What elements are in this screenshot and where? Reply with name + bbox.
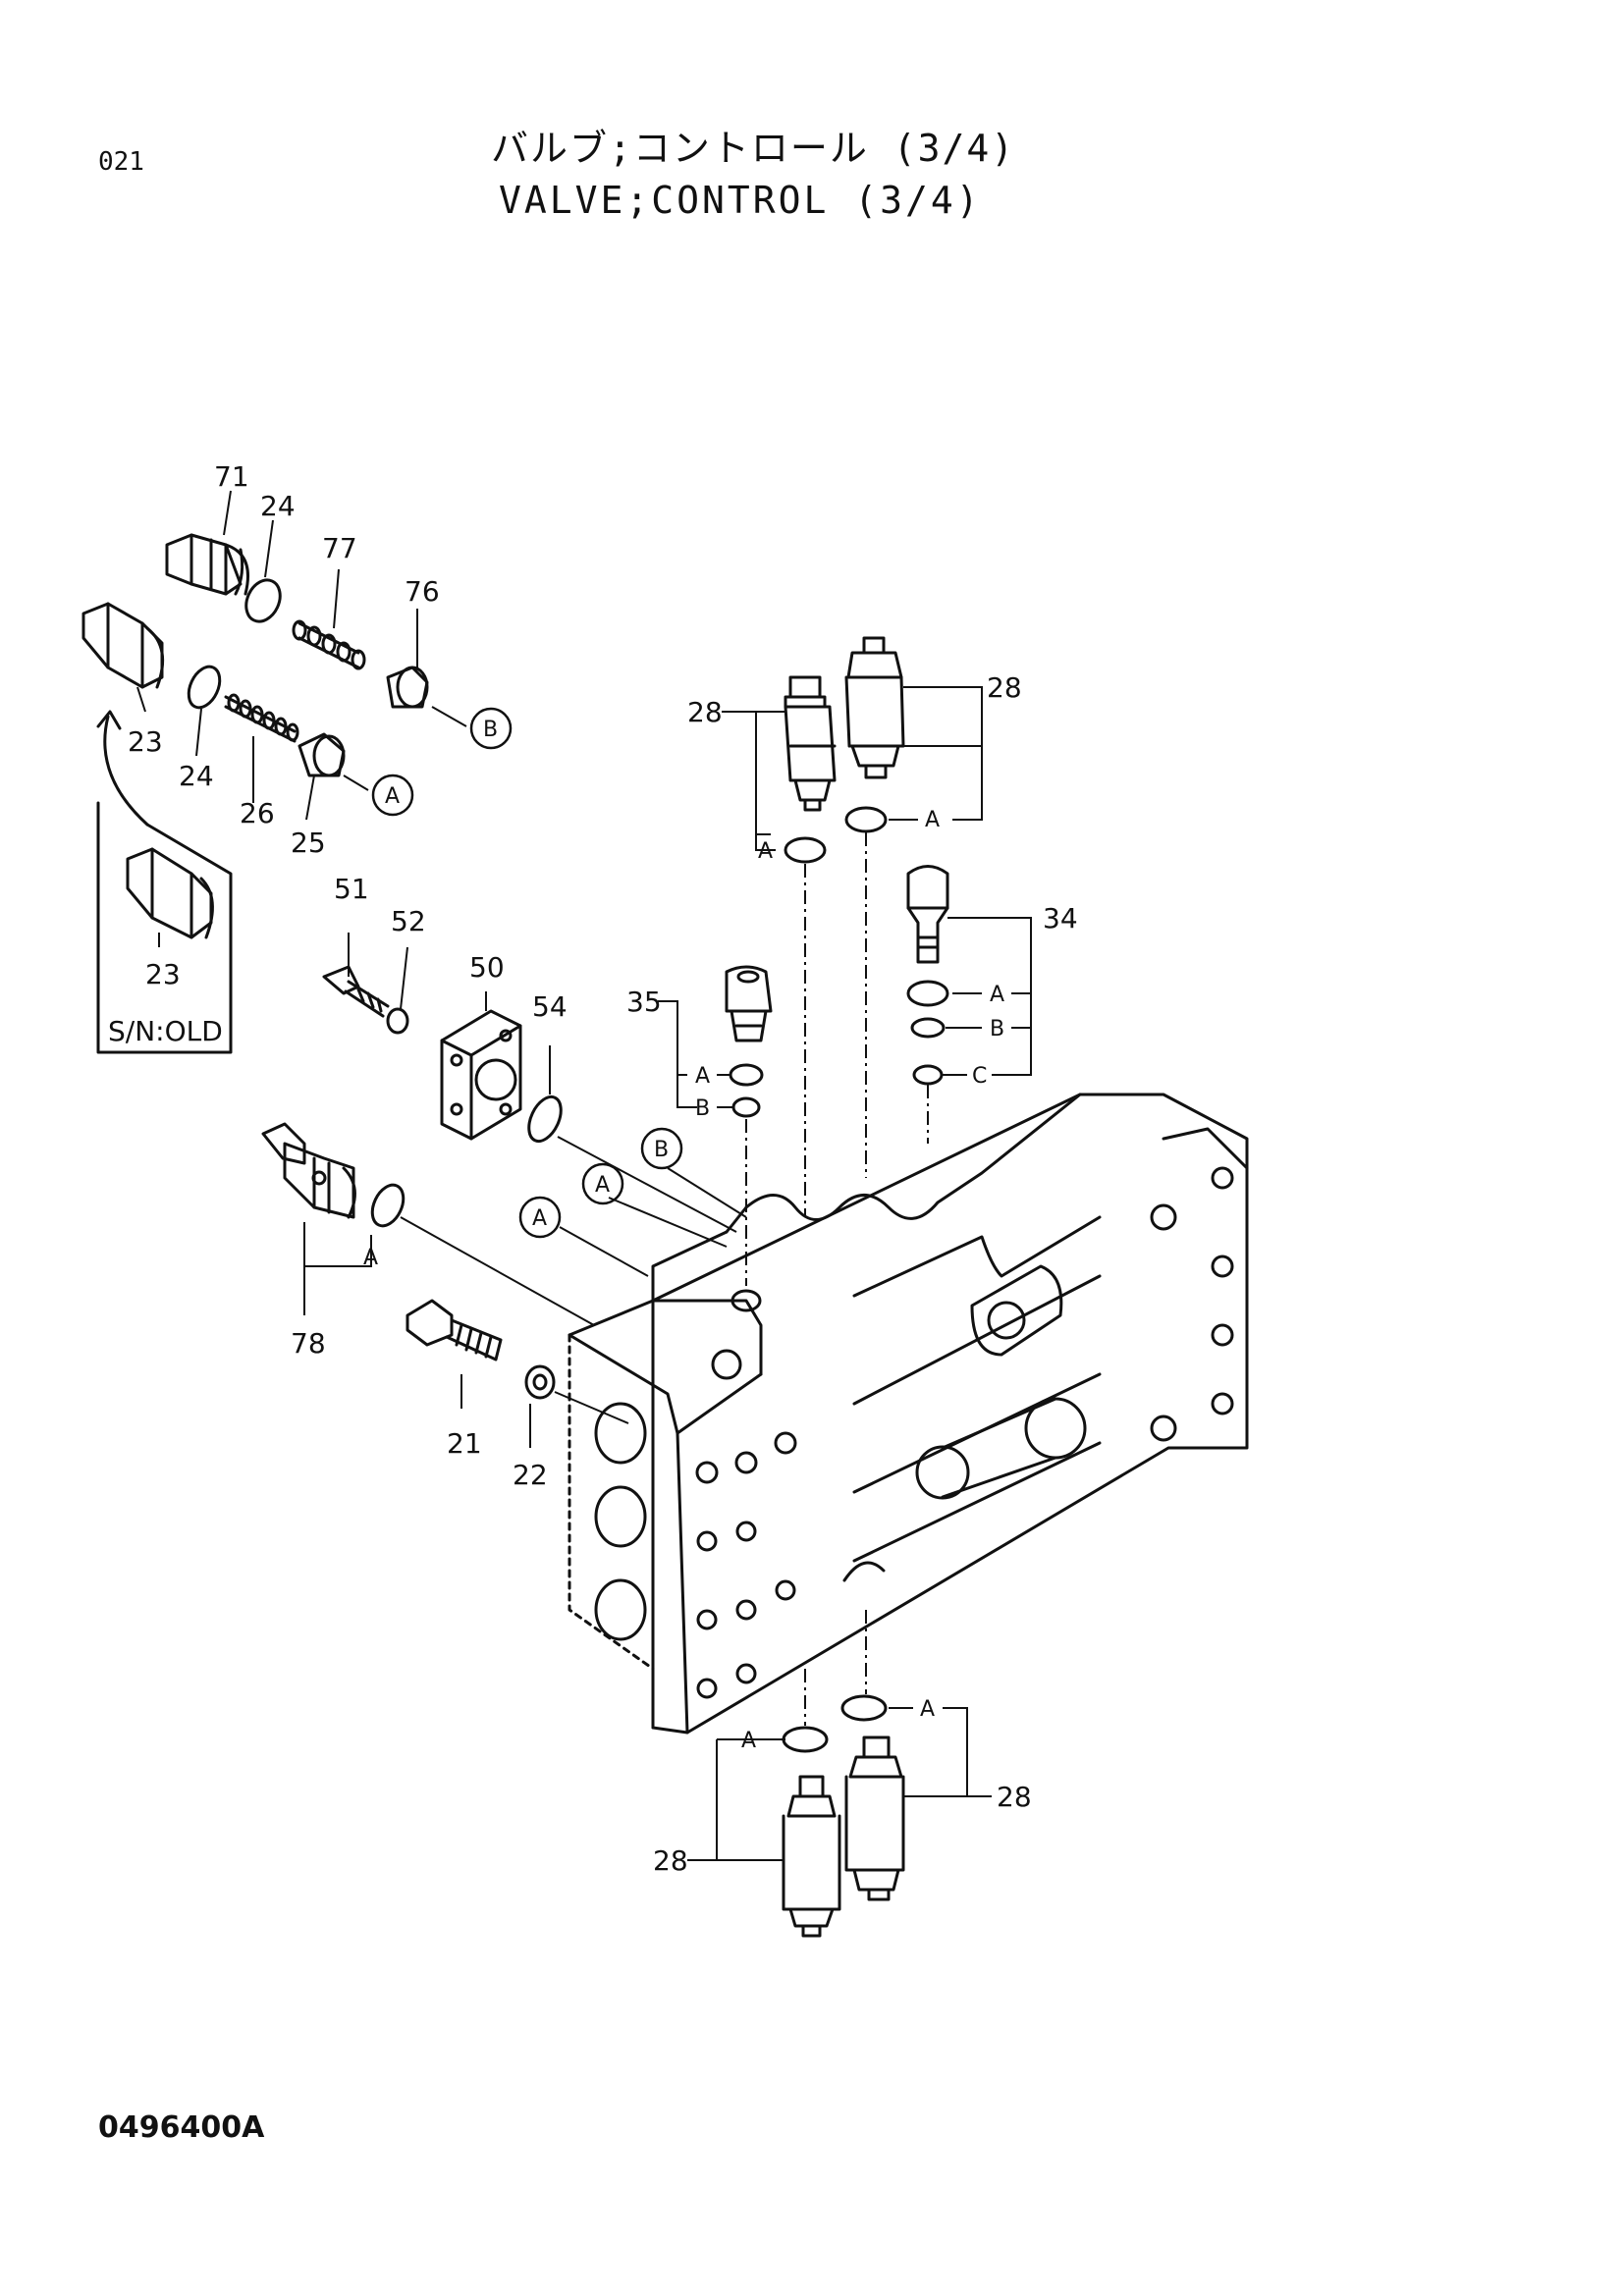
part-28-bottom-right: [844, 1735, 905, 1901]
leader-lines: [136, 490, 1032, 1861]
ref-a-body-2: A: [532, 1206, 547, 1231]
ref-circle-b-body: [640, 1127, 683, 1170]
oring-28-top-left: [784, 836, 827, 864]
title-english: VALVE;CONTROL (3/4): [499, 179, 982, 222]
ref-a-top: A: [385, 784, 400, 809]
callout-23: 23: [128, 725, 163, 758]
ref-b-35: B: [695, 1096, 710, 1121]
ref-circle-a-top: [371, 774, 414, 817]
callout-28-top-right: 28: [987, 671, 1022, 704]
ref-b-34: B: [990, 1017, 1004, 1041]
part-77-spring: [292, 619, 366, 670]
callout-22: 22: [513, 1459, 548, 1491]
callout-76: 76: [405, 575, 440, 608]
callout-54: 54: [532, 990, 568, 1023]
callout-34: 34: [1043, 902, 1078, 934]
ref-a-28-tl: A: [758, 839, 773, 864]
part-26-spring: [224, 693, 299, 743]
callout-24-a: 24: [260, 490, 296, 522]
part-24-oring-a: [244, 578, 282, 623]
oring-34-b: [910, 1017, 946, 1039]
part-76-plug: [386, 666, 429, 709]
ref-a-body-1: A: [595, 1173, 610, 1198]
document-number: 0496400A: [98, 2110, 265, 2145]
callout-28-bottom-right: 28: [997, 1781, 1032, 1813]
part-50-flange: [440, 1009, 522, 1141]
ref-a-28-tr: A: [925, 808, 940, 832]
ref-circle-a-body2: [518, 1196, 562, 1239]
callout-35: 35: [626, 986, 662, 1018]
callout-21: 21: [447, 1427, 482, 1460]
oring-35-b: [731, 1096, 761, 1118]
callout-25: 25: [291, 827, 326, 859]
ref-a-28-br: A: [920, 1697, 935, 1722]
part-22-washer: [524, 1364, 556, 1400]
serial-old-label: S/N:OLD: [108, 1015, 223, 1047]
part-21-bolt: [406, 1299, 503, 1362]
callout-24-b: 24: [179, 760, 214, 792]
callout-52: 52: [391, 905, 426, 937]
part-28-top-left: [784, 675, 837, 812]
ref-a-34: A: [990, 983, 1004, 1007]
part-78-oring: [370, 1183, 406, 1228]
ref-c-34: C: [972, 1064, 987, 1089]
callout-51: 51: [334, 873, 369, 905]
callout-50: 50: [469, 951, 505, 984]
part-35-plug: [725, 965, 773, 1042]
callout-28-top-left: 28: [687, 696, 723, 728]
part-28-bottom-left: [782, 1775, 841, 1938]
part-54-oring: [527, 1095, 563, 1144]
ref-circle-a-body1: [581, 1162, 624, 1205]
part-71-fitting: [165, 533, 249, 596]
valve-body: [568, 1093, 1249, 1735]
part-51-bolt: [322, 965, 390, 1018]
oring-28-bottom-left: [782, 1726, 829, 1753]
part-34-plug: [906, 865, 949, 964]
oring-34-c: [912, 1064, 944, 1086]
ref-b-top: B: [483, 718, 498, 742]
callout-23-old: 23: [145, 958, 181, 990]
old-serial-inset: [96, 710, 233, 1054]
callout-28-bottom-left: 28: [653, 1844, 688, 1877]
part-78-relief-valve: [261, 1122, 356, 1219]
ref-a-28-bl: A: [741, 1729, 756, 1753]
part-25-poppet: [298, 732, 346, 777]
callout-71: 71: [214, 460, 249, 493]
callout-labels: 71 24 77 76 23 24 26 25 23 S/N:OLD 51 52…: [108, 460, 1078, 1877]
oring-28-top-right: [844, 806, 888, 833]
ref-circle-b-top: [469, 707, 513, 750]
oring-35-a: [729, 1063, 764, 1087]
part-28-top-right: [844, 636, 905, 779]
callout-77: 77: [322, 532, 357, 564]
part-24-oring-b: [187, 665, 222, 710]
callout-26: 26: [240, 797, 275, 829]
ref-b-body: B: [654, 1138, 669, 1162]
oring-34-a: [906, 980, 949, 1007]
title-japanese: バルブ;コントロール (3/4): [491, 127, 1016, 170]
part-23-fitting: [81, 602, 165, 689]
oring-28-bottom-right: [840, 1694, 888, 1722]
page-number: 021: [98, 147, 144, 177]
part-52-washer: [386, 1007, 409, 1035]
ref-a-35: A: [695, 1064, 710, 1089]
callout-78: 78: [291, 1327, 326, 1360]
reference-circles: [371, 707, 683, 1239]
ref-a-78: A: [363, 1246, 378, 1270]
